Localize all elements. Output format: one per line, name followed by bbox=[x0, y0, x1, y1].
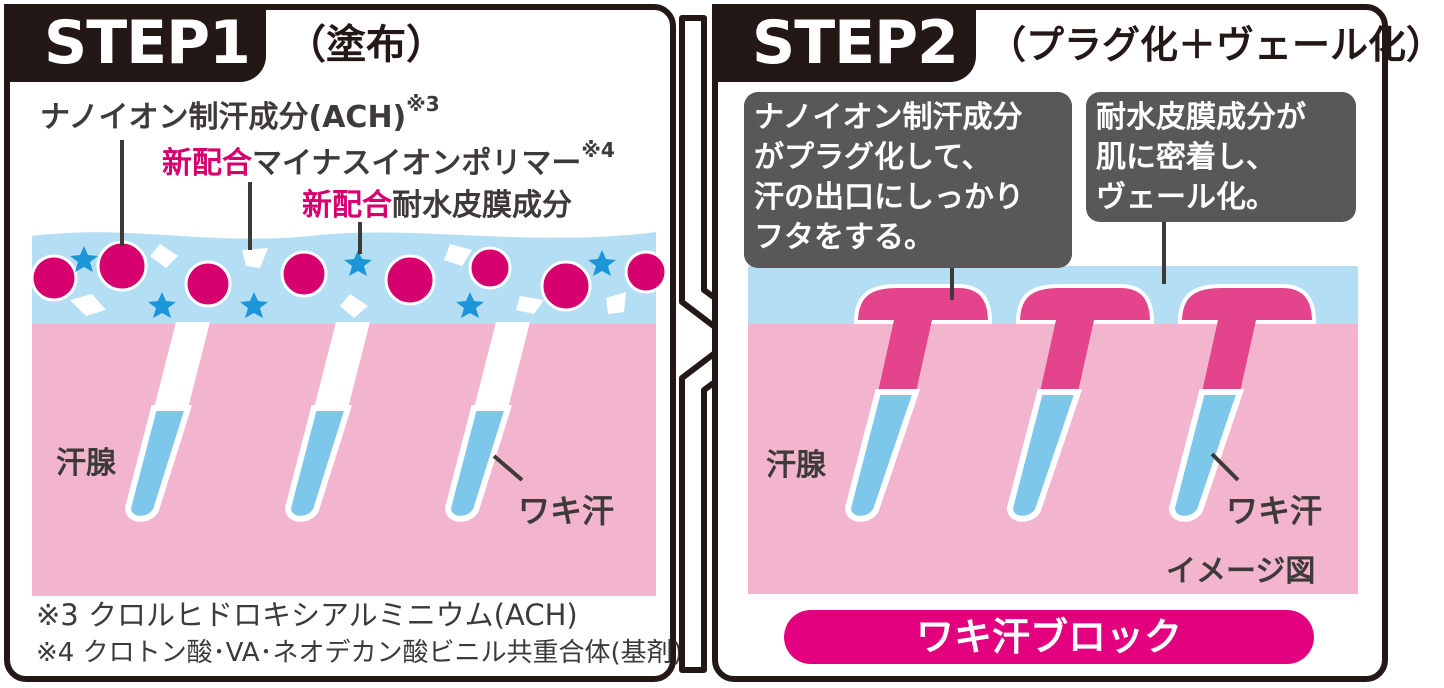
polymer-shard bbox=[516, 296, 544, 314]
step2-tab: STEP2 bbox=[712, 4, 976, 82]
polymer-shard bbox=[70, 294, 106, 316]
label-ach: ナノイオン制汗成分(ACH)※3 bbox=[40, 92, 440, 136]
polymer-shard bbox=[340, 294, 368, 318]
ach-particle bbox=[96, 240, 148, 292]
label-polymer-prefix: 新配合 bbox=[162, 146, 252, 181]
step2-panel: STEP2 （プラグ化＋ヴェール化） ナノイオン制汗成分 がプラグ化して、 汗の… bbox=[712, 4, 1444, 682]
label-sweat-gland: 汗腺 bbox=[56, 446, 116, 481]
label-water-prefix: 新配合 bbox=[302, 188, 392, 223]
ach-particle bbox=[624, 250, 668, 294]
ach-particle bbox=[468, 246, 512, 290]
plug-3 bbox=[1168, 284, 1317, 522]
star-particle bbox=[148, 292, 176, 318]
label-water: 新配合耐水皮膜成分 bbox=[302, 180, 572, 224]
leader-line-sweat bbox=[492, 454, 524, 482]
label-ach-text: ナノイオン制汗成分(ACH) bbox=[40, 100, 407, 135]
label-sweat-gland: 汗腺 bbox=[766, 448, 826, 483]
label-water-text: 耐水皮膜成分 bbox=[392, 188, 572, 223]
step2-subtitle: （プラグ化＋ヴェール化） bbox=[988, 23, 1444, 67]
ach-particle bbox=[30, 254, 78, 302]
polymer-shard bbox=[444, 244, 472, 266]
diagram-stage: STEP1 （塗布） ナノイオン制汗成分(ACH)※3 新配合マイナスイオンポリ… bbox=[4, 4, 1444, 682]
step2-illustration bbox=[748, 216, 1358, 594]
sweat-gland-3 bbox=[444, 322, 530, 522]
label-polymer-note: ※4 bbox=[581, 138, 615, 162]
footnote-4: ※4 クロトン酸･VA･ネオデカン酸ビニル共重合体(基剤) bbox=[36, 638, 683, 668]
label-ach-note: ※3 bbox=[406, 92, 440, 116]
polymer-shard bbox=[150, 244, 178, 268]
label-underarm-sweat: ワキ汗 bbox=[1226, 492, 1323, 530]
ach-particle bbox=[384, 254, 436, 306]
block-badge: ワキ汗ブロック bbox=[784, 610, 1314, 664]
callout-plug: ナノイオン制汗成分 がプラグ化して、 汗の出口にしっかり フタをする。 bbox=[744, 92, 1072, 268]
sweat-gland-1 bbox=[124, 322, 210, 522]
sweat-gland-2 bbox=[284, 322, 370, 522]
step1-tab: STEP1 bbox=[4, 4, 266, 82]
star-particle bbox=[588, 250, 616, 276]
star-particle bbox=[70, 246, 98, 272]
label-image-diagram: イメージ図 bbox=[1166, 554, 1316, 589]
star-particle bbox=[344, 250, 372, 276]
star-particle bbox=[240, 292, 268, 318]
ach-particle bbox=[280, 250, 328, 298]
ach-particle bbox=[184, 260, 232, 308]
label-polymer: 新配合マイナスイオンポリマー※4 bbox=[162, 138, 615, 182]
step1-illustration bbox=[30, 140, 668, 596]
plug-2 bbox=[1006, 284, 1155, 522]
polymer-shard bbox=[242, 248, 268, 268]
leader-line-sweat bbox=[1210, 452, 1240, 482]
footnote-3: ※3 クロルヒドロキシアルミニウム(ACH) bbox=[36, 598, 578, 632]
star-particle bbox=[456, 292, 484, 318]
plug-1 bbox=[844, 284, 993, 522]
label-underarm-sweat: ワキ汗 bbox=[518, 492, 615, 530]
polymer-shard bbox=[606, 292, 626, 314]
callout-veil: 耐水皮膜成分が 肌に密着し、 ヴェール化。 bbox=[1086, 92, 1356, 222]
label-polymer-text: マイナスイオンポリマー bbox=[252, 146, 582, 181]
step1-subtitle: （塗布） bbox=[286, 22, 446, 68]
step1-panel: STEP1 （塗布） ナノイオン制汗成分(ACH)※3 新配合マイナスイオンポリ… bbox=[4, 4, 683, 682]
ach-particle bbox=[540, 260, 592, 312]
